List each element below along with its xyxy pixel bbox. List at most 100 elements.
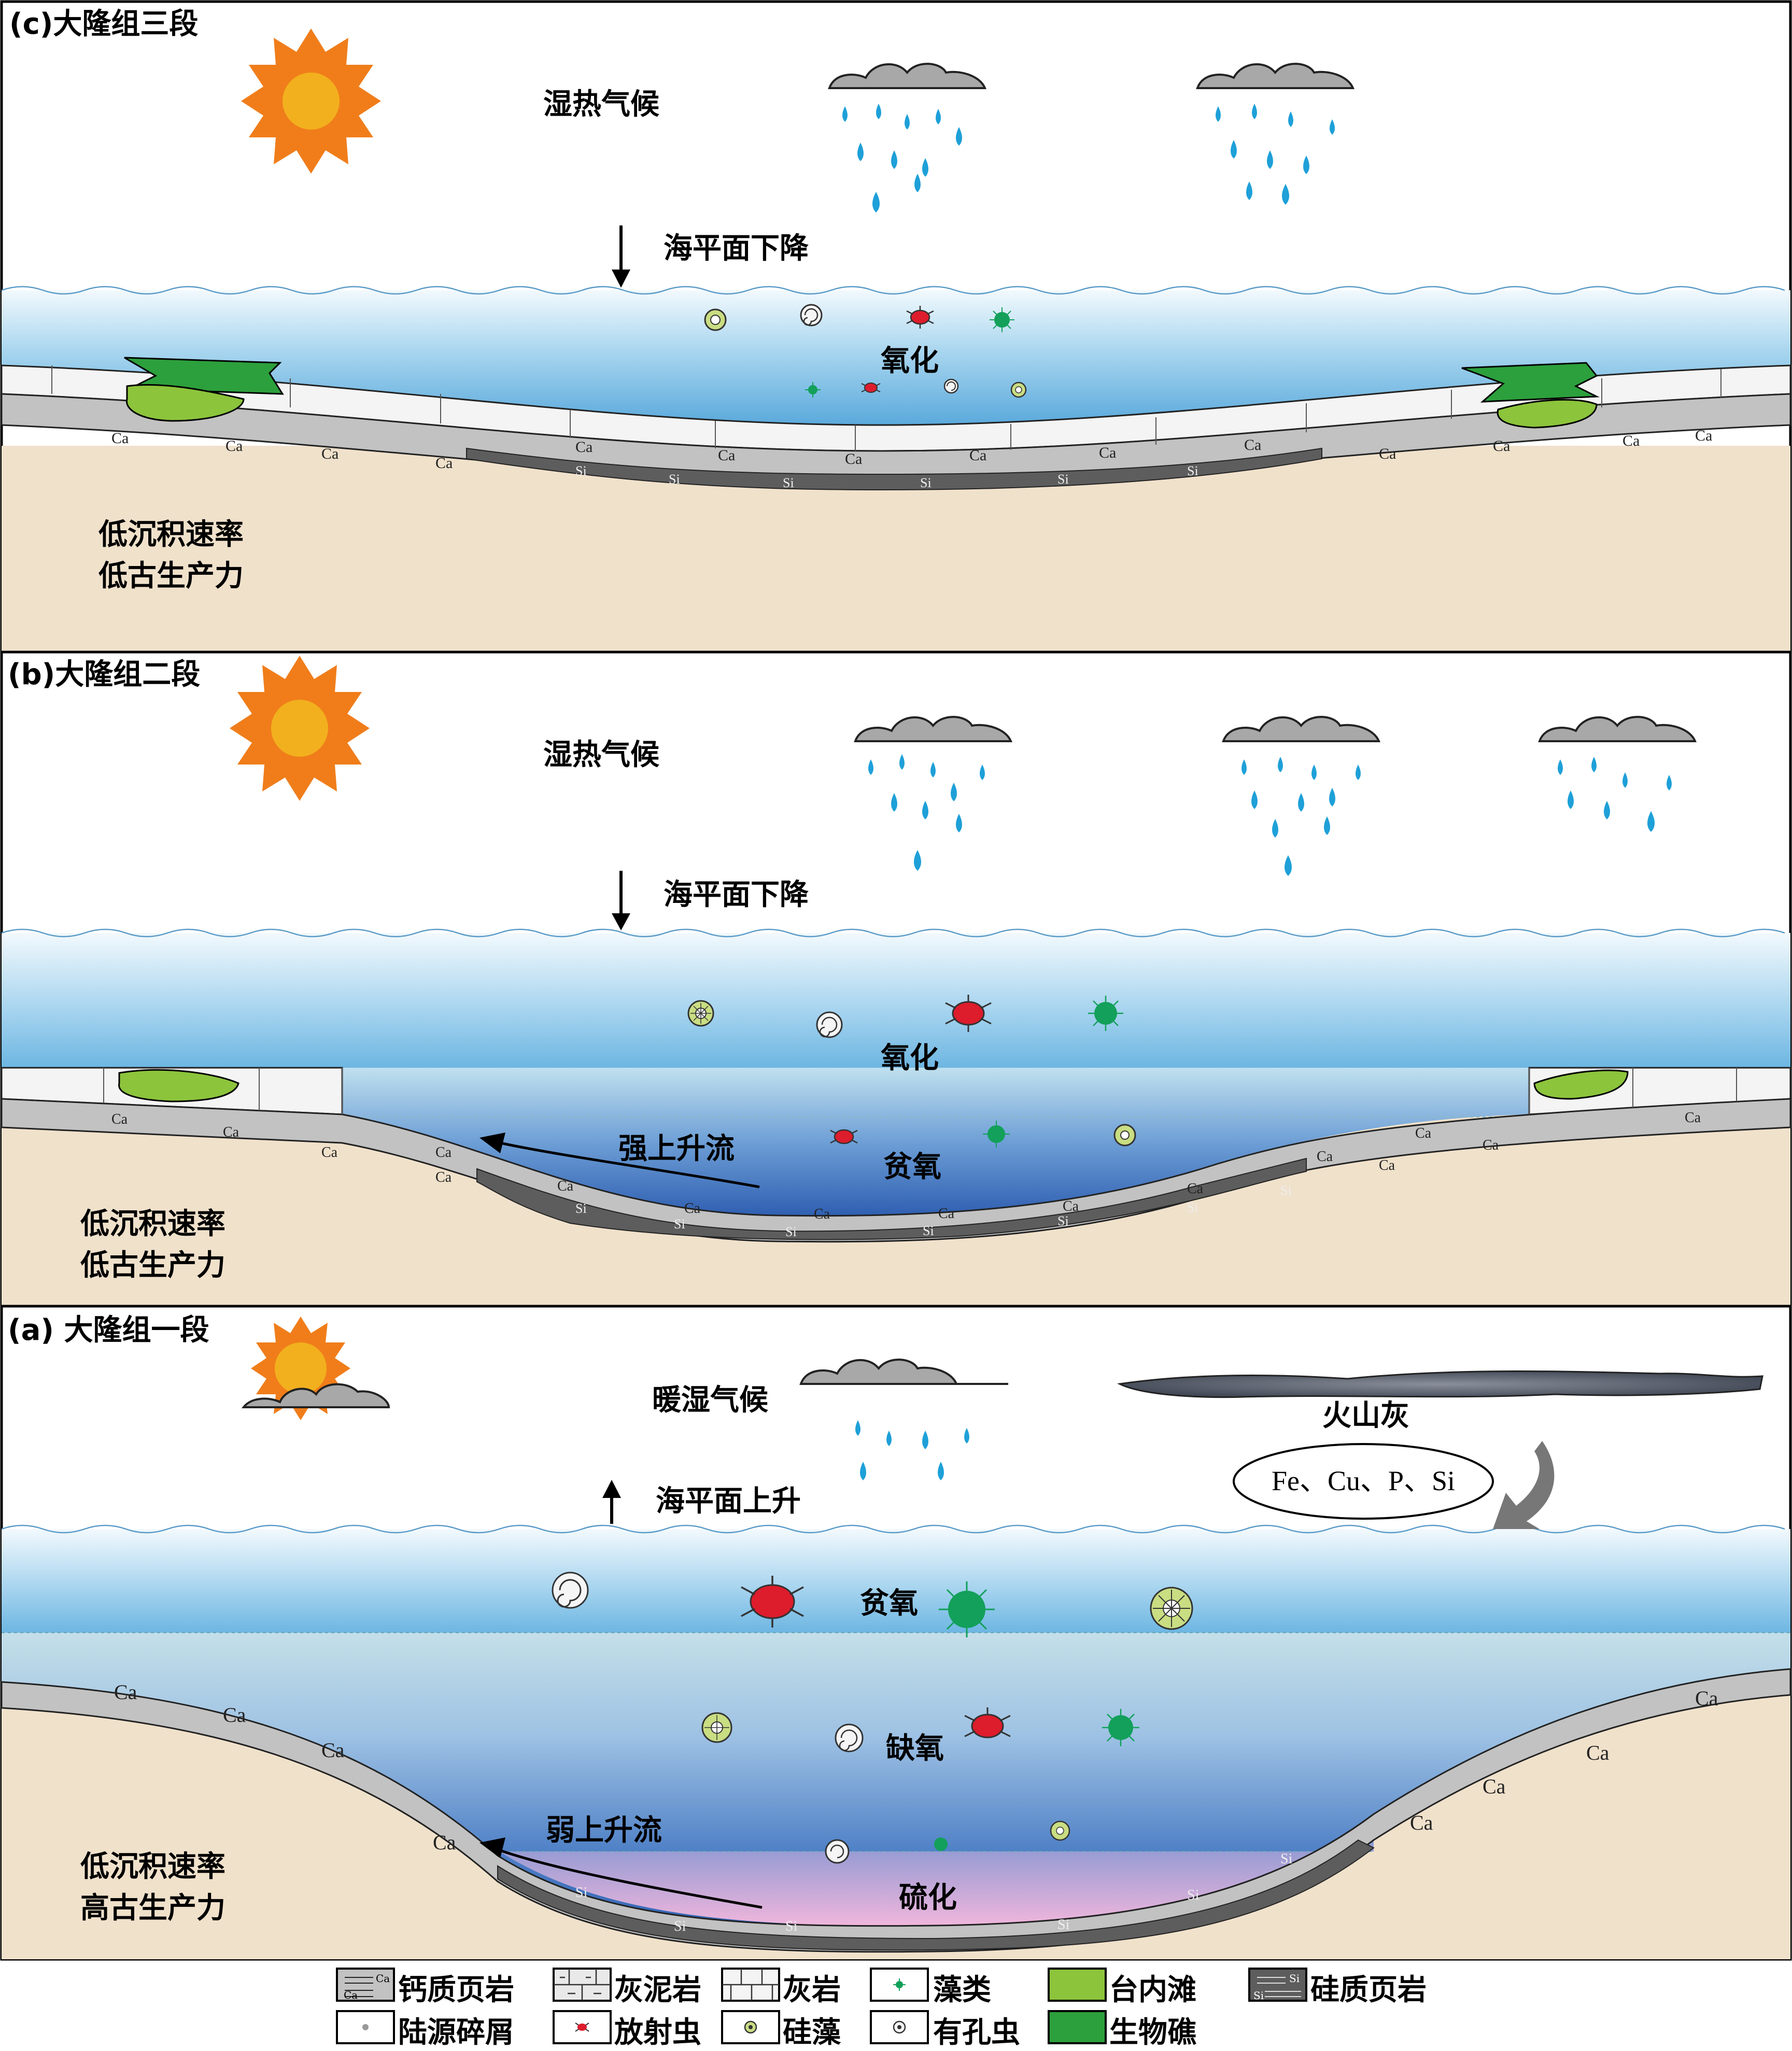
climate-label: 湿热气候 [543, 88, 659, 121]
svg-text:Ca: Ca [845, 450, 862, 468]
oxic-label: 氧化 [881, 1041, 939, 1075]
svg-text:Si: Si [785, 1224, 797, 1239]
rain-cloud-icon [799, 1359, 1008, 1480]
radiolaria-icon [945, 995, 992, 1032]
svg-text:Ca: Ca [814, 1206, 830, 1222]
sea-surface-wave [1, 928, 1785, 938]
svg-text:Ca: Ca [1379, 445, 1396, 462]
climate-label: 湿热气候 [543, 738, 659, 772]
svg-text:Si: Si [1187, 1200, 1198, 1215]
svg-text:Ca: Ca [1410, 1811, 1433, 1834]
panel-title: (a) 大隆组一段 [8, 1313, 209, 1347]
shoal-left [126, 384, 245, 422]
svg-text:Si: Si [1057, 1917, 1070, 1933]
calcareous-shale-layer [1, 1098, 1791, 1243]
deep-basin-water [2, 1633, 1790, 1926]
svg-text:Ca: Ca [225, 437, 243, 455]
svg-text:Si: Si [1057, 472, 1069, 487]
svg-text:钙质页岩: 钙质页岩 [398, 1973, 514, 2007]
rate-label-2: 高古生产力 [80, 1891, 225, 1925]
svg-text:Ca: Ca [1244, 436, 1261, 454]
svg-text:Ca: Ca [1099, 444, 1116, 461]
legend-item-intraplatform-shoal: 台内滩 [1048, 1968, 1196, 2007]
legend-item-bioherm: 生物礁 [1048, 2010, 1196, 2049]
svg-text:Si: Si [575, 463, 587, 478]
svg-text:Ca: Ca [969, 447, 986, 464]
svg-text:Ca: Ca [376, 1972, 390, 1985]
svg-text:Ca: Ca [1493, 437, 1510, 455]
panel-c: Ca Ca Ca Ca Ca Ca Ca Ca Ca Ca Ca Ca Ca C… [0, 0, 1792, 654]
panel-title: (c)大隆组三段 [9, 7, 198, 41]
si-marks-b: Si Si Si Si Si Si Si [575, 1183, 1292, 1239]
panel-a: Ca Ca Ca Ca Ca Ca Ca Ca Si Si Si Si Si S… [0, 1305, 1792, 1961]
diatom-icon [704, 308, 727, 331]
anoxic-label: 缺氧 [886, 1732, 944, 1765]
svg-text:硅藻: 硅藻 [783, 2016, 841, 2049]
elements-label: Fe、Cu、P、Si [1272, 1465, 1455, 1496]
sulfidic-zone [498, 1814, 1374, 1926]
legend-item-foraminifera: 有孔虫 [870, 2010, 1020, 2049]
rate-label-1: 低沉积速率 [98, 518, 244, 551]
legend-item-calcareous-shale: Ca Ca 钙质页岩 [336, 1968, 514, 2007]
svg-text:藻类: 藻类 [933, 1973, 991, 2007]
svg-text:Si: Si [785, 1918, 798, 1934]
svg-text:Ca: Ca [575, 439, 592, 456]
svg-text:Ca: Ca [1483, 1775, 1506, 1798]
upwelling-label: 弱上升流 [546, 1814, 662, 1847]
diatom-icon [687, 1000, 714, 1027]
svg-text:Ca: Ca [1187, 1181, 1204, 1197]
radiolaria-icon [830, 1129, 858, 1144]
svg-text:Ca: Ca [1685, 1110, 1701, 1126]
foraminifera-icon [800, 304, 823, 327]
arrow-down-icon [612, 871, 630, 930]
rain-cloud-icon [1538, 716, 1697, 832]
svg-text:放射虫: 放射虫 [614, 2016, 701, 2049]
sulfidic-label: 硫化 [899, 1881, 957, 1915]
svg-text:Ca: Ca [435, 1144, 452, 1161]
diatom-icon [1050, 1820, 1070, 1841]
deep-basin-water [342, 1068, 1529, 1216]
arrow-up-icon [602, 1480, 621, 1524]
diatom-icon [1113, 1124, 1136, 1147]
sea-water [2, 933, 1790, 1068]
svg-text:Ca: Ca [435, 1169, 452, 1185]
volcanic-ash-band [1117, 1370, 1763, 1398]
svg-text:Ca: Ca [223, 1124, 239, 1140]
svg-text:Si: Si [1253, 1989, 1264, 2002]
algae-icon [1088, 996, 1123, 1031]
svg-text:Ca: Ca [1695, 1687, 1718, 1710]
foraminifera-icon [943, 378, 959, 394]
svg-text:Ca: Ca [557, 1178, 574, 1194]
svg-text:灰泥岩: 灰泥岩 [614, 1973, 701, 2007]
legend-item-radiolaria: 放射虫 [553, 2010, 701, 2049]
suboxic-label: 贫氧 [883, 1150, 941, 1184]
rate-label-1: 低沉积速率 [80, 1850, 225, 1884]
svg-text:Si: Si [920, 475, 932, 490]
sea-water [2, 290, 1790, 425]
sea-surface-wave [1, 286, 1785, 295]
oxic-label: 氧化 [881, 344, 939, 378]
sea-surface-wave [1, 1524, 1785, 1534]
svg-text:Si: Si [923, 1223, 934, 1238]
svg-text:Ca: Ca [1379, 1157, 1395, 1173]
ca-marks-b: Ca Ca Ca Ca Ca Ca Ca Ca Ca Ca Ca Ca Ca C… [111, 1110, 1701, 1222]
shoal-right [1497, 399, 1598, 429]
svg-text:Ca: Ca [321, 1144, 338, 1161]
svg-text:Ca: Ca [1317, 1149, 1333, 1165]
siliceous-shale-layer [497, 1839, 1375, 1951]
foraminifera-icon [816, 1011, 843, 1038]
svg-text:Ca: Ca [111, 1111, 128, 1127]
svg-text:硅质页岩: 硅质页岩 [1310, 1973, 1427, 2007]
algae-icon [1102, 1709, 1139, 1746]
calcareous-shale-layer [1, 1668, 1791, 1953]
legend-item-terrigenous-debris: 陆源碎屑 [336, 2010, 514, 2049]
panel-b: Ca Ca Ca Ca Ca Ca Ca Ca Ca Ca Ca Ca Ca C… [0, 650, 1792, 1308]
svg-text:Si: Si [674, 1217, 685, 1232]
legend: Ca Ca 钙质页岩 灰泥岩 灰岩 藻类 台内滩 Si Si [336, 1968, 1427, 2049]
sea-level-label: 海平面下降 [664, 232, 809, 265]
svg-text:陆源碎屑: 陆源碎屑 [398, 2016, 514, 2049]
legend-item-siliceous-shale: Si Si 硅质页岩 [1248, 1968, 1427, 2007]
foraminifera-icon [825, 1839, 850, 1864]
radiolaria-icon [861, 383, 881, 393]
